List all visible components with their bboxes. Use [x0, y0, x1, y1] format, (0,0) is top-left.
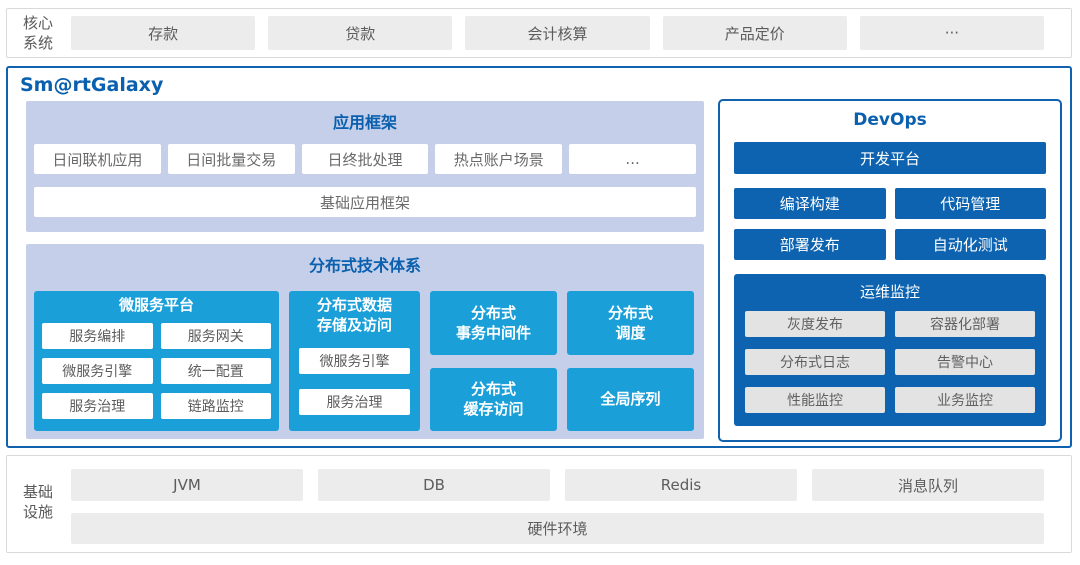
ops-item-gray-release: 灰度发布 [745, 311, 885, 337]
micro-item-governance: 服务治理 [42, 392, 153, 419]
micro-item-config: 统一配置 [160, 357, 271, 384]
app-item-more: ... [569, 144, 696, 174]
devops-tools: 编译构建 代码管理 部署发布 自动化测试 [734, 188, 1046, 260]
core-systems-label: 核心 系统 [23, 13, 54, 52]
micro-item-gateway: 服务网关 [160, 322, 271, 349]
tx-middleware-cell: 分布式 事务中间件 [430, 291, 557, 355]
core-systems-bar: 核心 系统 存款 贷款 会计核算 产品定价 ··· [6, 8, 1072, 58]
microservice-items: 服务编排 服务网关 微服务引擎 统一配置 服务治理 链路监控 [42, 322, 271, 419]
base-app-framework: 基础应用框架 [34, 187, 696, 217]
ops-item-perf-monitor: 性能监控 [745, 387, 885, 413]
core-system-item-deposit: 存款 [71, 16, 256, 50]
distributed-column-4: 分布式 调度 全局序列 [567, 291, 694, 431]
distributed-title: 分布式技术体系 [308, 256, 421, 275]
distributed-column-3: 分布式 事务中间件 分布式 缓存访问 [430, 291, 557, 431]
app-item-hot-account: 热点账户场景 [435, 144, 563, 174]
ops-item-container-deploy: 容器化部署 [895, 311, 1035, 337]
ops-monitor-items: 灰度发布 容器化部署 分布式日志 告警中心 性能监控 业务监控 [745, 311, 1035, 413]
tool-auto-test: 自动化测试 [894, 229, 1046, 260]
ops-item-alert-center: 告警中心 [895, 349, 1035, 375]
app-framework-title: 应用框架 [332, 113, 397, 132]
tool-code-mgmt: 代码管理 [894, 188, 1046, 219]
core-system-item-pricing: 产品定价 [662, 16, 847, 50]
core-system-item-accounting: 会计核算 [465, 16, 650, 50]
data-storage-access: 分布式数据 存储及访问 微服务引擎 服务治理 [289, 291, 420, 431]
app-item-batch: 日间批量交易 [167, 144, 295, 174]
infra-item-db: DB [318, 469, 550, 501]
ops-item-dist-log: 分布式日志 [745, 349, 885, 375]
ops-item-biz-monitor: 业务监控 [895, 387, 1035, 413]
smartgalaxy-panel: Sm@rtGalaxy 应用框架 日间联机应用 日间批量交易 日终批处理 热点账… [6, 66, 1072, 448]
infra-item-jvm: JVM [71, 469, 303, 501]
devops-title: DevOps [853, 110, 927, 130]
tool-deploy: 部署发布 [734, 229, 886, 260]
devops-panel: DevOps 开发平台 编译构建 代码管理 部署发布 自动化测试 运维监控 灰度… [718, 99, 1062, 442]
core-systems-items: 存款 贷款 会计核算 产品定价 ··· [71, 16, 1045, 50]
micro-item-tracing: 链路监控 [160, 392, 271, 419]
microservice-title: 微服务平台 [118, 296, 194, 314]
ds-item-governance: 服务治理 [299, 389, 410, 415]
dev-platform-box: 开发平台 [734, 142, 1046, 174]
core-system-item-loan: 贷款 [268, 16, 453, 50]
app-framework-items: 日间联机应用 日间批量交易 日终批处理 热点账户场景 ... [34, 144, 696, 174]
data-storage-items: 微服务引擎 服务治理 [299, 348, 410, 415]
infrastructure-bar: 基础 设施 JVM DB Redis 消息队列 硬件环境 [6, 455, 1072, 553]
global-sequence-cell: 全局序列 [567, 367, 694, 431]
app-item-online: 日间联机应用 [34, 144, 161, 174]
micro-item-engine: 微服务引擎 [42, 357, 153, 384]
micro-item-orchestration: 服务编排 [42, 322, 153, 349]
infrastructure-label: 基础 设施 [23, 483, 54, 522]
data-storage-title: 分布式数据 存储及访问 [316, 296, 392, 334]
cache-access-cell: 分布式 缓存访问 [430, 367, 557, 431]
core-system-item-more: ··· [859, 16, 1045, 50]
microservice-platform: 微服务平台 服务编排 服务网关 微服务引擎 统一配置 服务治理 链路监控 [34, 291, 279, 431]
hardware-env-box: 硬件环境 [71, 513, 1044, 544]
infra-item-mq: 消息队列 [812, 469, 1044, 501]
tool-build: 编译构建 [734, 188, 886, 219]
scheduler-cell: 分布式 调度 [567, 291, 694, 355]
infra-item-redis: Redis [565, 469, 797, 501]
app-item-eod: 日终批处理 [301, 144, 429, 174]
distributed-grid: 微服务平台 服务编排 服务网关 微服务引擎 统一配置 服务治理 链路监控 分布式… [34, 291, 696, 431]
infrastructure-items: JVM DB Redis 消息队列 [71, 469, 1044, 501]
ops-monitor-section: 运维监控 灰度发布 容器化部署 分布式日志 告警中心 性能监控 业务监控 [734, 274, 1046, 426]
ds-item-engine: 微服务引擎 [299, 348, 410, 374]
distributed-section: 分布式技术体系 微服务平台 服务编排 服务网关 微服务引擎 统一配置 服务治理 … [26, 244, 704, 439]
ops-monitor-title: 运维监控 [859, 283, 920, 301]
platform-title: Sm@rtGalaxy [20, 74, 164, 96]
app-framework-section: 应用框架 日间联机应用 日间批量交易 日终批处理 热点账户场景 ... 基础应用… [26, 101, 704, 232]
